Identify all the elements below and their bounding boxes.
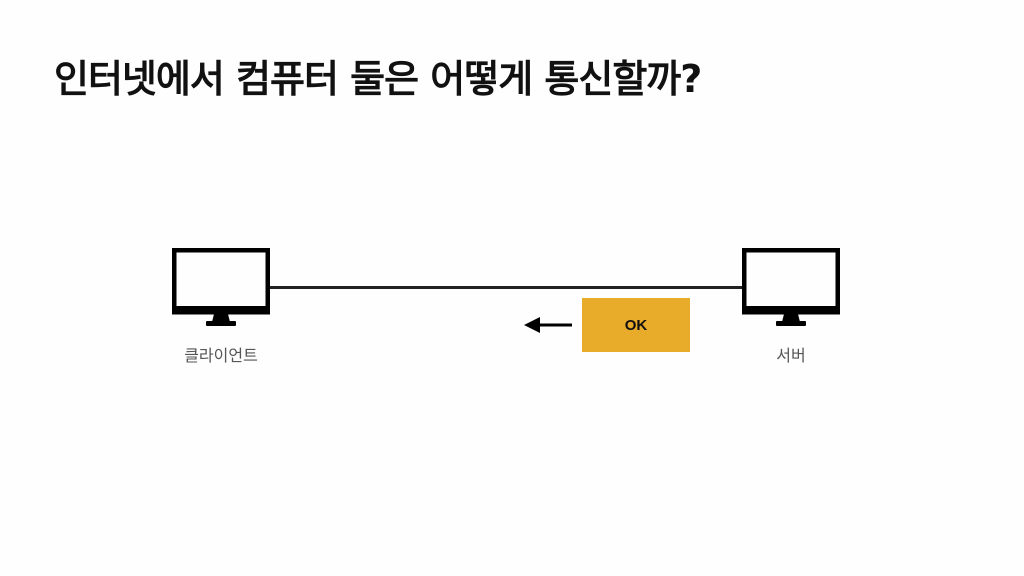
packet-label: OK: [624, 316, 648, 334]
server-monitor-icon: [742, 248, 840, 328]
slide-title: 인터넷에서 컴퓨터 둘은 어떻게 통신할까?: [54, 57, 702, 101]
ok-message-packet: OK: [582, 298, 690, 352]
arrow-left-icon: [522, 314, 574, 336]
client-monitor-icon: [172, 248, 270, 328]
server-label: 서버: [776, 346, 806, 365]
network-connection-line: [268, 286, 744, 289]
client-label: 클라이언트: [184, 346, 258, 365]
